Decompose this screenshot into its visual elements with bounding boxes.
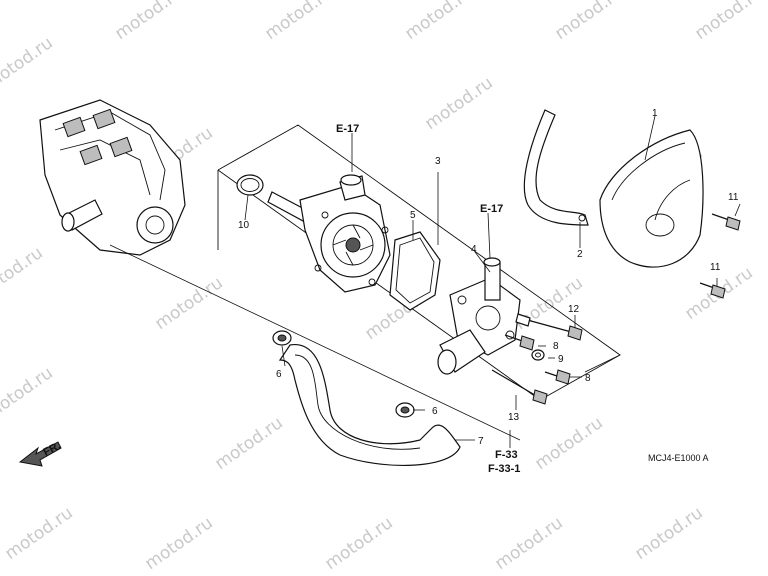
ref-f33: F-33: [495, 449, 518, 461]
watermark: motod.ru: [211, 413, 286, 474]
watermark: motod.ru: [401, 0, 476, 44]
callout-2: 2: [577, 249, 583, 260]
ref-f33-1: F-33-1: [488, 463, 520, 475]
watermark: motod.ru: [0, 243, 47, 304]
bolt-11-lower: [699, 282, 726, 299]
watermark: motod.ru: [1, 503, 76, 564]
callout-13: 13: [508, 412, 520, 423]
bolt-11-upper: [711, 213, 741, 231]
callout-7: 7: [478, 436, 484, 447]
callout-1: 1: [652, 108, 658, 119]
callout-3: 3: [435, 156, 441, 167]
ref-e17-lower: E-17: [480, 203, 503, 215]
watermark: motod.ru: [321, 513, 396, 574]
callout-11-upper: 11: [728, 192, 739, 203]
watermark: motod.ru: [261, 0, 336, 44]
callout-6-left: 6: [276, 369, 282, 380]
drawing-code: MCJ4-E1000 A: [648, 453, 709, 463]
washer-9: [531, 349, 545, 361]
callout-8-lower: 8: [585, 373, 591, 384]
hose-clamp: [272, 330, 415, 418]
watermark: motod.ru: [691, 0, 766, 44]
leader-lines: [244, 115, 741, 448]
front-direction-arrow: FR.: [18, 440, 63, 467]
callout-5: 5: [410, 210, 416, 221]
watermark: motod.ru: [551, 0, 626, 44]
callout-12: 12: [568, 304, 580, 315]
watermark: motod.ru: [111, 0, 186, 44]
front-label: FR.: [41, 440, 62, 459]
watermark: motod.ru: [141, 513, 216, 574]
watermark: motod.ru: [491, 513, 566, 574]
callout-4: 4: [471, 244, 477, 255]
pump-gasket: [389, 231, 441, 311]
watermark: motod.ru: [0, 363, 57, 424]
watermark: motod.ru: [151, 273, 226, 334]
callout-6-right: 6: [432, 406, 438, 417]
bolt-8-upper: [504, 334, 535, 351]
bolt-12: [515, 313, 583, 341]
ref-e17-upper: E-17: [336, 123, 359, 135]
watermark: motod.ru: [421, 73, 496, 134]
callout-8-upper: 8: [553, 341, 559, 352]
watermark: motod.ru: [0, 33, 57, 94]
callout-10: 10: [238, 220, 250, 231]
leader-engine: [109, 244, 521, 441]
engine-block: [39, 99, 186, 256]
watermark: motod.ru: [631, 503, 706, 564]
callout-11-lower: 11: [710, 262, 721, 273]
pump-cover: [437, 257, 521, 375]
watermark: motod.ru: [531, 413, 606, 474]
water-pump-cover: [599, 129, 704, 268]
water-hose: [278, 344, 461, 466]
o-ring: [236, 174, 264, 196]
callout-9: 9: [558, 354, 564, 365]
bolt-13: [491, 369, 548, 405]
cover-bracket: [523, 109, 589, 226]
bolt-8-lower: [544, 369, 571, 385]
water-pump: [267, 174, 391, 293]
